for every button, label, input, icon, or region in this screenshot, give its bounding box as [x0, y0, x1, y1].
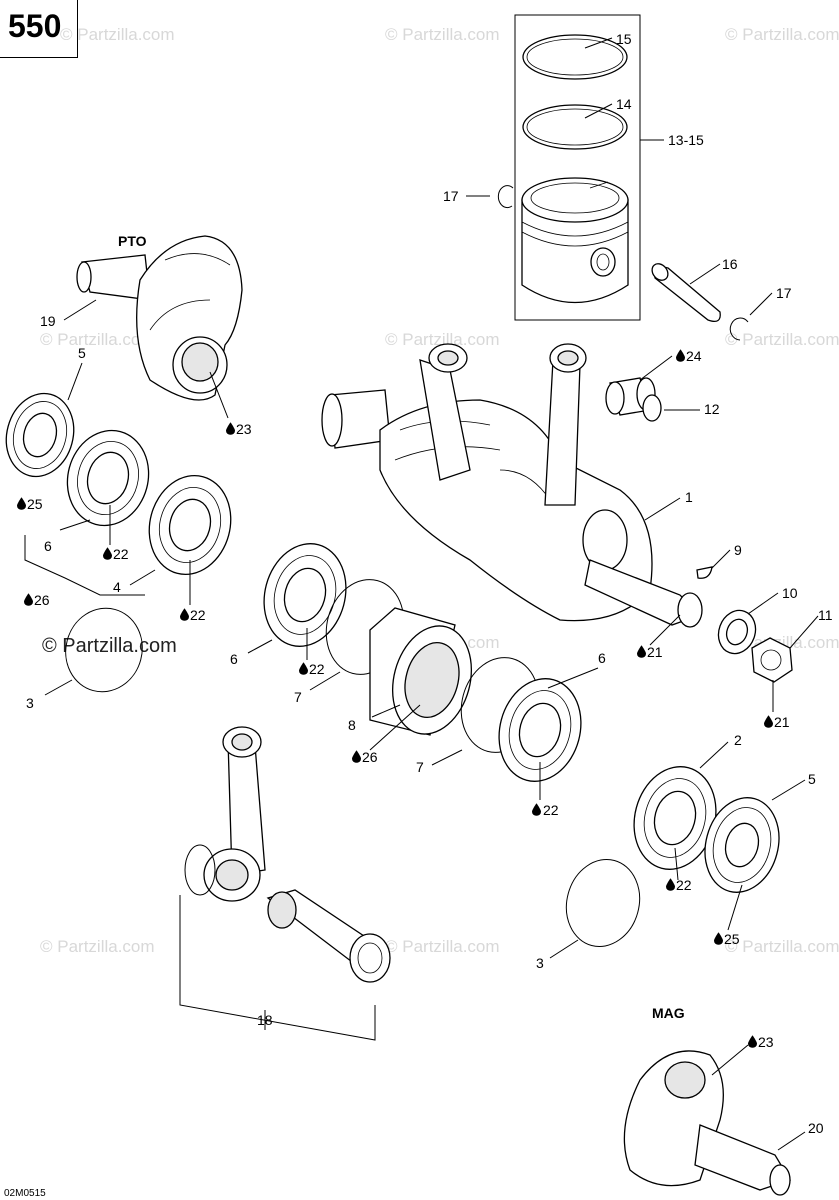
oil-drop-icon — [764, 715, 773, 728]
callout-labels: PTO MAG 15 14 13-15 17 16 17 19 5 23 24 … — [4, 31, 833, 1199]
callout: 15 — [616, 31, 632, 47]
mag-crank-half — [623, 1050, 791, 1196]
watermark: © Partzilla.com — [385, 937, 500, 956]
callout: 5 — [78, 345, 86, 361]
seal-mag — [704, 797, 780, 893]
callout: 22 — [676, 877, 692, 893]
crankshaft — [321, 343, 703, 628]
oil-drop-icon — [714, 932, 723, 945]
callout: 13-15 — [668, 132, 704, 148]
oil-drop-icon — [532, 803, 541, 816]
watermark: © Partzilla.com — [385, 25, 500, 44]
page-number: 550 — [8, 8, 62, 44]
callout: 22 — [190, 607, 206, 623]
callout: 8 — [348, 717, 356, 733]
callout: 14 — [616, 96, 632, 112]
watermark: © Partzilla.com — [725, 937, 839, 956]
oil-drop-icon — [352, 750, 361, 763]
nut-11 — [751, 637, 793, 683]
callout: 6 — [44, 538, 52, 554]
bearing-6-left — [66, 429, 150, 527]
bearing-2 — [633, 766, 717, 870]
piston-assembly — [497, 14, 641, 321]
callout: 1 — [685, 489, 693, 505]
oil-drop-icon — [676, 349, 685, 362]
callout: 23 — [758, 1034, 774, 1050]
watermark-dark: © Partzilla.com — [42, 635, 177, 657]
oil-drop-icon — [17, 497, 26, 510]
seal-pto — [5, 392, 75, 478]
callout: 7 — [294, 689, 302, 705]
washer-10 — [717, 609, 757, 655]
oil-drop-icon — [226, 422, 235, 435]
watermark: © Partzilla.com — [725, 330, 839, 349]
callout: 7 — [416, 759, 424, 775]
callout: 26 — [362, 749, 378, 765]
bearing-6-right — [498, 678, 582, 782]
watermark: © Partzilla.com — [40, 937, 155, 956]
callout: 20 — [808, 1120, 824, 1136]
piston-pin — [651, 263, 721, 323]
callout: 6 — [598, 650, 606, 666]
callout: 10 — [782, 585, 798, 601]
callout: 24 — [686, 348, 702, 364]
callout: 12 — [704, 401, 720, 417]
oil-drop-icon — [180, 608, 189, 621]
bearing-cage-8 — [369, 607, 473, 736]
callout: 22 — [309, 661, 325, 677]
callout: 16 — [722, 256, 738, 272]
section-label-pto: PTO — [118, 233, 147, 249]
callout: 23 — [236, 421, 252, 437]
connecting-rod-kit — [179, 726, 391, 1041]
leader-lines — [24, 37, 819, 1151]
oil-drop-icon — [103, 547, 112, 560]
o-ring-3-left — [65, 607, 143, 693]
callout: 9 — [734, 542, 742, 558]
callout: 26 — [34, 592, 50, 608]
bearing-6-center — [263, 543, 347, 647]
callout: 17 — [776, 285, 792, 301]
callout: 4 — [113, 579, 121, 595]
watermark: © Partzilla.com — [40, 330, 155, 349]
woodruff-key — [696, 566, 713, 579]
callout: 3 — [536, 955, 544, 971]
watermark: © Partzilla.com — [385, 330, 500, 349]
oil-drop-icon — [637, 645, 646, 658]
callout: 19 — [40, 313, 56, 329]
callout: 22 — [543, 802, 559, 818]
watermark: © Partzilla.com — [725, 25, 839, 44]
drawing-code: 02M0515 — [4, 1188, 46, 1199]
watermark: © Partzilla.com — [60, 25, 175, 44]
oil-drop-icon — [748, 1035, 757, 1048]
callout: 21 — [647, 644, 663, 660]
callout: 5 — [808, 771, 816, 787]
callout: 25 — [27, 496, 43, 512]
section-label-mag: MAG — [652, 1005, 685, 1021]
callout: 17 — [443, 188, 459, 204]
page-number-box: 550 — [0, 0, 78, 58]
callout: 11 — [818, 607, 833, 623]
callout: 21 — [774, 714, 790, 730]
callout: 22 — [113, 546, 129, 562]
o-ring-3-right — [565, 858, 641, 948]
callout: 3 — [26, 695, 34, 711]
bearing-4 — [148, 474, 232, 576]
oil-drop-icon — [24, 593, 33, 606]
circlip-right — [729, 317, 749, 341]
callout: 6 — [230, 651, 238, 667]
callout: 18 — [257, 1012, 273, 1028]
oil-drop-icon — [299, 662, 308, 675]
callout: 25 — [724, 931, 740, 947]
washer-12 — [642, 394, 662, 422]
callout: 2 — [734, 732, 742, 748]
oil-drop-icon — [666, 878, 675, 891]
pto-crank-half — [76, 235, 243, 401]
